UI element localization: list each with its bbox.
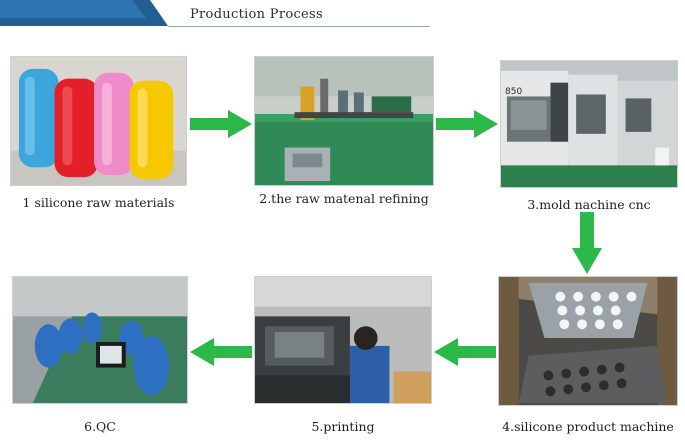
step-4-caption: 4.silicone product machine xyxy=(498,419,678,434)
step-2-photo xyxy=(254,56,434,186)
step-3-photo: 850 xyxy=(500,60,678,188)
arrow-right-2-to-3 xyxy=(436,110,498,138)
machine-label: 850 xyxy=(505,87,522,97)
step-6-photo xyxy=(12,276,188,404)
step-4-photo xyxy=(498,276,678,406)
step-5-photo xyxy=(254,276,432,404)
step-1-caption: 1 silicone raw materials xyxy=(10,195,187,210)
arrow-left-5-to-6 xyxy=(190,338,252,366)
step-5-caption: 5.printing xyxy=(254,419,432,434)
arrow-left-4-to-5 xyxy=(434,338,496,366)
step-2-caption: 2.the raw matenal refining xyxy=(254,191,434,206)
arrow-down-3-to-4 xyxy=(572,212,602,274)
step-3-caption: 3.mold nachine cnc xyxy=(500,197,678,212)
header-underline xyxy=(168,26,430,27)
step-6-caption: 6.QC xyxy=(12,419,188,434)
arrow-right-1-to-2 xyxy=(190,110,252,138)
page-title: Production Process xyxy=(190,7,323,22)
step-1-photo xyxy=(10,56,187,186)
section-header: Production Process xyxy=(0,0,685,30)
